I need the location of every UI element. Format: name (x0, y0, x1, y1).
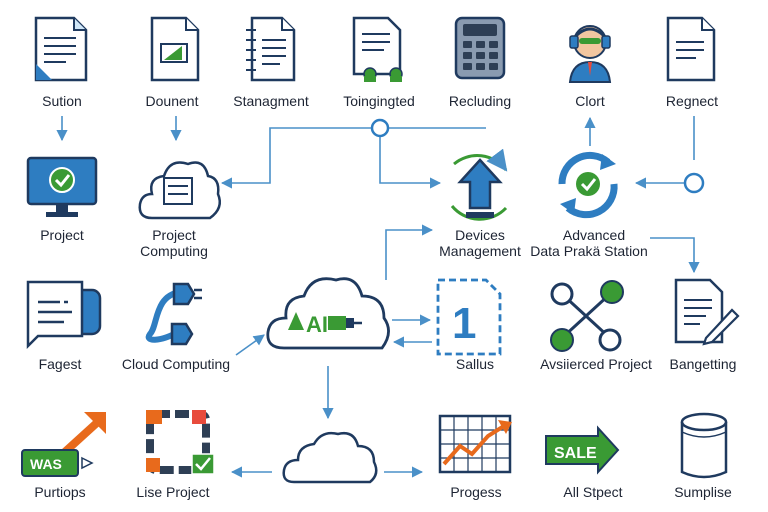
label-regnect: Regnect (665, 93, 719, 109)
arrow-hub-to-devices (379, 136, 442, 189)
label-sallus: Sallus (455, 356, 495, 372)
label-sumplise: Sumplise (674, 484, 732, 500)
label-advanced-line2: Data Prakä Station (530, 243, 648, 259)
cloud-outline-icon[interactable] (282, 431, 378, 484)
label-project-computing-line1: Project (152, 227, 196, 243)
connectors (56, 116, 700, 478)
label-clort: Clort (575, 93, 605, 109)
number-document-icon[interactable]: 1 (436, 278, 502, 356)
cable-connector-icon[interactable] (145, 282, 202, 346)
calculator-icon[interactable] (454, 16, 506, 80)
arrow-cloudcomputing-cloud (235, 334, 265, 356)
label-devices-line2: Management (439, 243, 521, 259)
chat-document-icon[interactable] (26, 280, 102, 350)
number-badge-text: 1 (452, 299, 476, 348)
label-devices-line1: Devices (455, 227, 505, 243)
label-bangetting: Bangetting (669, 356, 737, 372)
workflow-loop-icon[interactable] (146, 410, 215, 475)
label-cloud-computing: Cloud Computing (121, 356, 231, 372)
cylinder-icon[interactable] (680, 412, 728, 479)
hub-node-icon[interactable] (370, 118, 390, 138)
regnect-node-icon[interactable] (683, 172, 705, 194)
label-project: Project (40, 227, 84, 243)
label-purtiops: Purtiops (34, 484, 86, 500)
label-all-stpect: All Stpect (563, 484, 623, 500)
label-dounent: Dounent (145, 93, 199, 109)
was-badge-text: WAS (30, 456, 62, 472)
arrow-hub-to-computing (220, 127, 372, 189)
label-avsiierced-project: Avsiierced Project (540, 356, 652, 372)
monitor-check-icon[interactable] (26, 156, 98, 217)
sale-arrow-icon[interactable]: SALE (545, 425, 620, 475)
document-icon[interactable] (34, 16, 88, 82)
trend-badge-icon[interactable]: WAS (21, 412, 106, 477)
label-toingingted: Toingingted (343, 93, 415, 109)
label-advanced-line1: Advanced (562, 227, 626, 243)
label-fagest: Fagest (38, 356, 82, 372)
upload-sync-icon[interactable] (450, 148, 508, 221)
notebook-icon[interactable] (246, 16, 296, 82)
document-edit-icon[interactable] (674, 278, 740, 346)
label-sution: Sution (42, 93, 82, 109)
cloud-ai-icon[interactable]: AI (266, 277, 390, 350)
file-image-icon[interactable] (150, 16, 200, 82)
page-icon[interactable] (666, 16, 716, 82)
arrow-advanced-bangetting (650, 237, 700, 274)
person-headset-icon[interactable] (568, 25, 612, 83)
label-lise-project: Lise Project (136, 484, 210, 500)
growth-chart-icon[interactable] (438, 414, 512, 474)
label-recluding: Recluding (448, 93, 512, 109)
network-link-icon[interactable] (550, 280, 624, 352)
label-stanagment: Stanagment (233, 93, 309, 109)
label-progess: Progess (450, 484, 502, 500)
refresh-check-icon[interactable] (558, 152, 618, 219)
sale-badge-text: SALE (554, 445, 597, 462)
label-project-computing-line2: Computing (140, 243, 208, 259)
arrow-cloud-devices (385, 224, 434, 280)
cloud-document-icon[interactable] (138, 161, 221, 220)
ai-badge-text: AI (306, 312, 328, 337)
documents-green-icon[interactable] (352, 16, 403, 82)
